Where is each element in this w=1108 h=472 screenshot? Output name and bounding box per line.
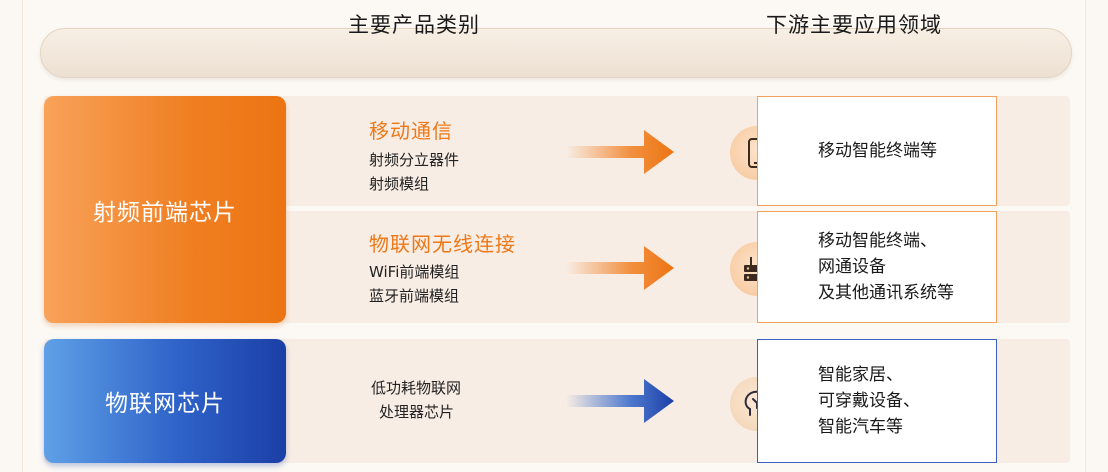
category-title-iot-wireless: 物联网无线连接 (369, 232, 516, 256)
group-rf-frontend-chip: 射频前端芯片 (44, 96, 286, 323)
header-downstream-applications: 下游主要应用领域 (766, 13, 942, 37)
header-product-category: 主要产品类别 (348, 13, 480, 37)
application-item: 网通设备 (818, 257, 886, 277)
application-item: 移动智能终端等 (818, 141, 937, 161)
application-item: 及其他通讯系统等 (818, 283, 954, 303)
application-item: 可穿戴设备、 (818, 391, 920, 411)
arrow-right-icon (566, 379, 674, 423)
group-label: 物联网芯片 (105, 391, 225, 417)
product-item: 低功耗物联网 (371, 379, 462, 397)
product-item: 射频分立器件 (369, 151, 460, 169)
application-box-iot-wireless: 移动智能终端、 网通设备 及其他通讯系统等 (757, 211, 997, 323)
header-bar (40, 28, 1072, 78)
application-box-mobile: 移动智能终端等 (757, 96, 997, 206)
product-list-iot-chip: 低功耗物联网 处理器芯片 (371, 376, 461, 424)
product-item: WiFi前端模组 (369, 263, 460, 281)
category-title-mobile: 移动通信 (369, 119, 453, 143)
product-list-iot-wireless: WiFi前端模组 蓝牙前端模组 (369, 260, 459, 308)
application-item: 智能汽车等 (818, 417, 903, 437)
group-iot-chip: 物联网芯片 (44, 339, 286, 463)
product-list-mobile: 射频分立器件 射频模组 (369, 148, 459, 196)
product-item: 射频模组 (369, 175, 430, 193)
group-label: 射频前端芯片 (93, 199, 237, 226)
product-item: 处理器芯片 (379, 403, 455, 421)
application-item: 移动智能终端、 (818, 231, 937, 251)
application-box-iot-chip: 智能家居、 可穿戴设备、 智能汽车等 (757, 339, 997, 463)
application-item: 智能家居、 (818, 365, 903, 385)
arrow-right-icon (566, 130, 674, 174)
product-item: 蓝牙前端模组 (369, 287, 460, 305)
arrow-right-icon (566, 246, 674, 290)
